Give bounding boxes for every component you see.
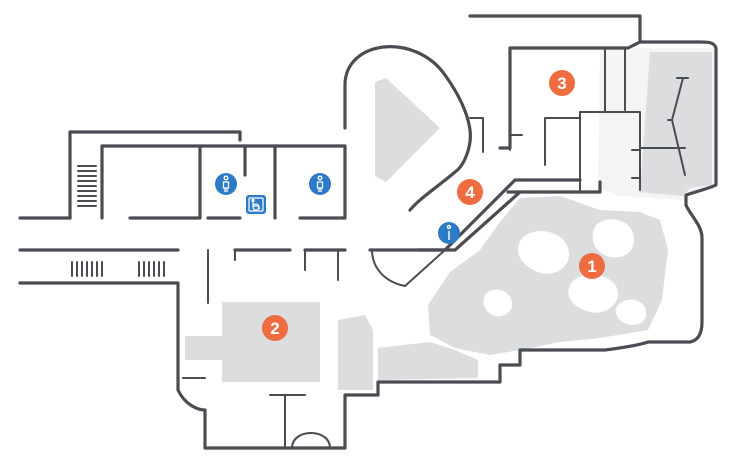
zone-marker-3-label: 3 (557, 74, 566, 93)
corridor-wall-diagonal (506, 180, 602, 194)
room-3-stair-rail (667, 77, 689, 176)
accessible-restroom-marker[interactable] (246, 195, 266, 214)
zone-2-wall-west (207, 249, 236, 304)
zone-marker-4[interactable]: 4 (457, 179, 483, 205)
restroom-marker-west[interactable] (215, 173, 237, 195)
stair-steps-horizontal-1 (71, 261, 103, 277)
room-3-divider-a (544, 111, 581, 191)
restroom-block-wall (198, 144, 347, 220)
room-3-divider-c (631, 147, 686, 179)
lounge-opening-2 (592, 219, 635, 258)
information-marker[interactable] (438, 222, 460, 244)
main-outer-wall (18, 40, 718, 450)
zone-2-wall-mid (304, 249, 339, 281)
bench-area-east (640, 52, 712, 196)
south-arch (291, 432, 331, 449)
zone-marker-2-label: 2 (270, 319, 279, 338)
restroom-marker-east[interactable] (309, 173, 331, 195)
lounge-opening-1 (517, 231, 570, 274)
exhibit-block-zone-2 (222, 302, 320, 382)
inner-walls (182, 47, 689, 449)
exhibit-block-left (185, 336, 222, 360)
lounge-opening-5 (615, 299, 647, 325)
lounge-opening-4 (483, 289, 512, 317)
person-icon (316, 175, 324, 192)
lounge-opening-3 (568, 274, 619, 313)
exhibit-block-south (378, 342, 478, 380)
person-icon (222, 175, 230, 192)
stair-steps-vertical (77, 165, 97, 207)
zone-2-wall-south (269, 394, 346, 449)
zone-marker-1[interactable]: 1 (579, 253, 605, 279)
zone-marker-3[interactable]: 3 (549, 70, 575, 96)
info-icon (446, 224, 452, 240)
top-right-wall (468, 14, 642, 44)
zone-marker-4-label: 4 (465, 183, 475, 202)
corridor-door-east (469, 117, 523, 153)
corridor-wall-south (416, 190, 522, 252)
restroom-door-swing (371, 249, 446, 287)
stair-steps-horizontal-2 (138, 261, 165, 277)
stairs-west-wing (71, 165, 165, 277)
floor-areas (185, 48, 715, 390)
exhibit-block-center (338, 315, 373, 390)
lounge-openings (483, 219, 647, 325)
outer-walls (18, 14, 718, 450)
triangle-seating-area (375, 78, 440, 182)
zone-marker-1-label: 1 (587, 257, 596, 276)
zone-markers: 1 2 3 4 (262, 70, 605, 341)
room-3-divider-b (579, 47, 641, 191)
lounge-area-zone-1 (428, 196, 668, 355)
wheelchair-icon (248, 197, 264, 212)
west-wing-wall (68, 130, 242, 220)
amenity-markers (215, 173, 460, 244)
west-wing-inner (100, 144, 202, 220)
zone-marker-2[interactable]: 2 (262, 315, 288, 341)
